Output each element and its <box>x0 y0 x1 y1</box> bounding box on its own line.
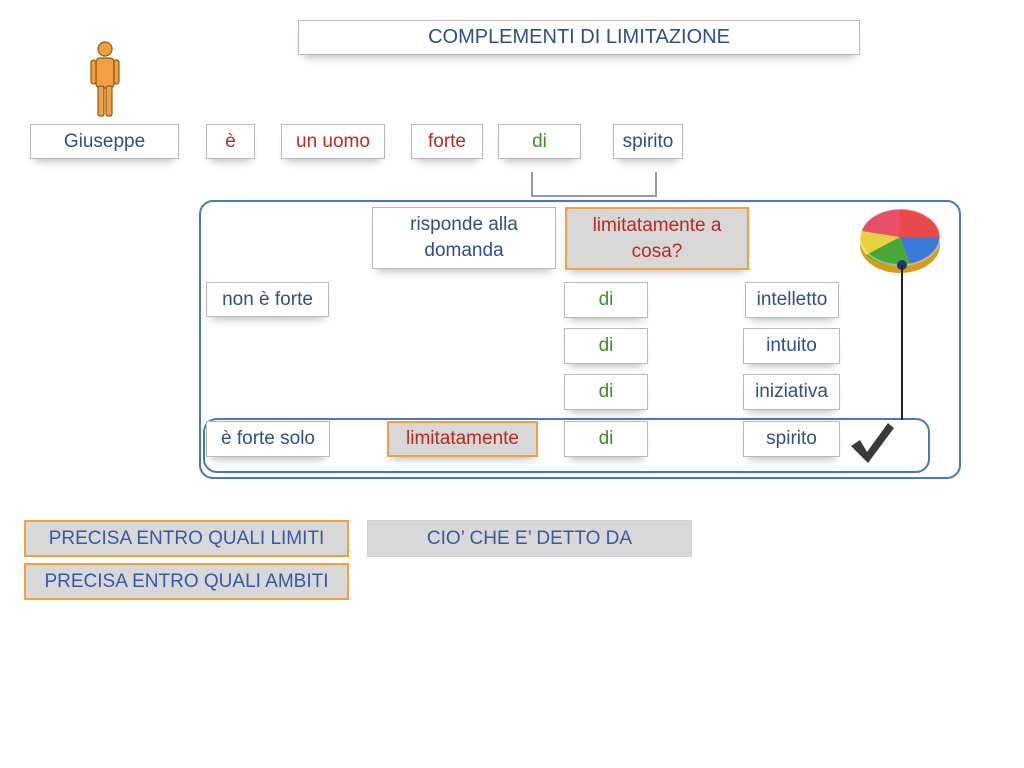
analysis-panel <box>199 200 961 479</box>
noun-spirito: spirito <box>743 421 840 457</box>
pie-connector-line <box>901 265 903 420</box>
word-noun: un uomo <box>281 124 385 159</box>
word-adjective: forte <box>411 124 483 159</box>
prep-di-3: di <box>564 374 648 410</box>
highlight-row <box>203 418 930 473</box>
word-preposition: di <box>498 124 581 159</box>
noun-iniziativa: iniziativa <box>743 374 840 410</box>
strong-only-box: è forte solo <box>206 421 330 457</box>
pie-chart-icon <box>859 208 941 273</box>
prep-di-1: di <box>564 282 648 318</box>
prep-di-2: di <box>564 328 648 364</box>
label-limits: PRECISA ENTRO QUALI LIMITI <box>24 520 349 557</box>
word-subject: Giuseppe <box>30 124 179 159</box>
noun-intuito: intuito <box>743 328 840 364</box>
not-strong-box: non è forte <box>206 282 329 317</box>
responds-box: risponde alla domanda <box>372 207 556 269</box>
noun-intelletto: intelletto <box>745 282 839 318</box>
question-box: limitatamente a cosa? <box>565 207 749 270</box>
label-scopes: PRECISA ENTRO QUALI AMBITI <box>24 563 349 600</box>
word-verb: è <box>206 124 255 159</box>
limit-word-box: limitatamente <box>387 421 538 457</box>
word-complement: spirito <box>613 124 683 159</box>
page-title: COMPLEMENTI DI LIMITAZIONE <box>298 20 860 55</box>
person-icon <box>90 41 120 117</box>
bracket-connector <box>531 172 657 197</box>
prep-di-4: di <box>564 421 648 457</box>
label-said-by: CIO’ CHE E’ DETTO DA <box>367 520 692 557</box>
checkmark-icon <box>851 423 894 463</box>
